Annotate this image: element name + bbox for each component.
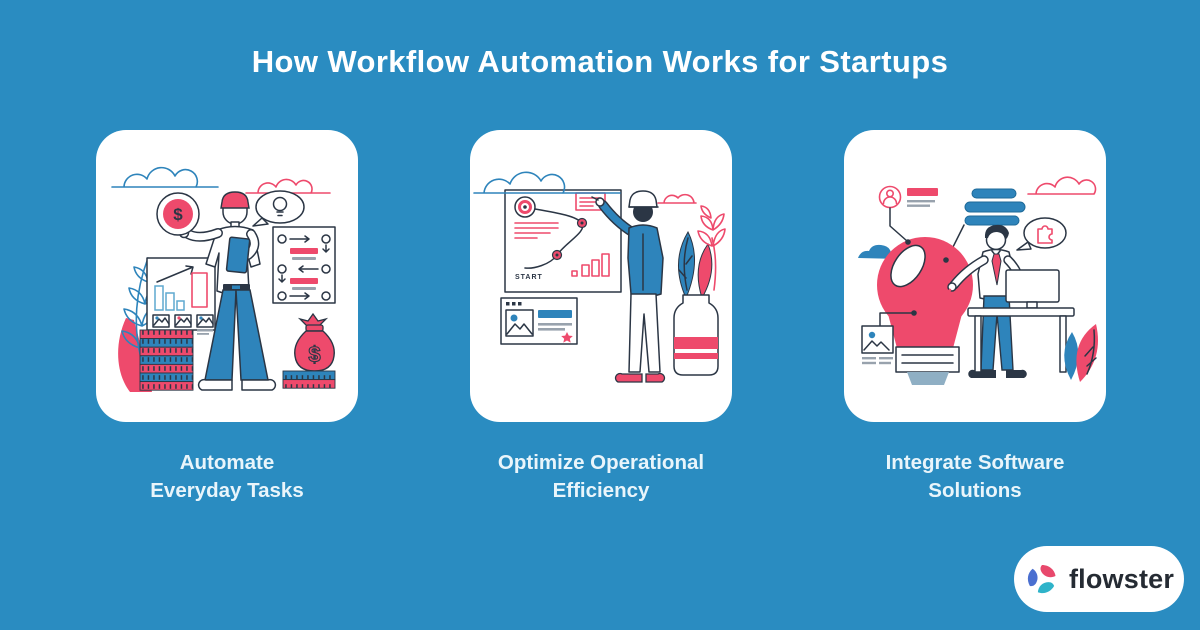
illustration-optimize-operational-efficiency: START — [473, 171, 726, 383]
caption-automate-everyday-tasks: Automate Everyday Tasks — [96, 449, 358, 505]
leaf-icon — [1064, 324, 1098, 382]
caption-integrate-software-solutions: Integrate Software Solutions — [844, 449, 1106, 505]
analytics-panel-icon — [146, 257, 216, 335]
desk-and-monitor — [967, 269, 1075, 373]
card-integrate-software-solutions — [844, 130, 1106, 422]
idea-bubble-icon — [252, 190, 305, 227]
caption-line: Integrate Software — [885, 451, 1065, 474]
lightbulb-icon — [877, 237, 973, 385]
vase-with-plant-icon — [673, 205, 726, 376]
man-with-tablet — [178, 191, 277, 391]
dollar-coin-icon: $ — [156, 192, 200, 236]
caption-line: Everyday Tasks — [150, 479, 304, 502]
cloud-icon — [473, 171, 621, 194]
card-automate-everyday-tasks: $ $ — [96, 130, 358, 422]
caption-line: Automate — [179, 451, 275, 474]
cloud-icon — [657, 193, 697, 204]
illustration-automate-everyday-tasks: $ $ — [111, 166, 336, 392]
caption-line: Efficiency — [552, 479, 650, 502]
card-optimize-operational-efficiency: START — [470, 130, 732, 422]
image-annotation-icon — [861, 325, 894, 365]
cloud-icon — [1027, 176, 1097, 195]
flowster-logo: flowster — [1014, 546, 1184, 612]
profile-annotation-icon — [878, 185, 938, 242]
svg-text:$: $ — [173, 205, 183, 224]
workflow-diagram-icon — [272, 226, 336, 304]
board-start-label: START — [515, 274, 543, 281]
cloud-icon — [111, 166, 219, 188]
text-bars-annotation-icon — [946, 188, 1026, 260]
svg-text:$: $ — [308, 342, 320, 367]
caption-line: Solutions — [928, 479, 1022, 502]
caption-optimize-operational-efficiency: Optimize Operational Efficiency — [470, 449, 732, 505]
caption-line: Optimize Operational — [497, 451, 705, 474]
flowster-logo-text: flowster — [1068, 563, 1175, 594]
money-bag-icon: $ — [282, 312, 336, 389]
page-title: How Workflow Automation Works for Startu… — [251, 44, 949, 79]
illustration-integrate-software-solutions — [858, 176, 1098, 385]
man-pointing-at-board — [591, 190, 666, 383]
cloud-icon — [245, 178, 331, 194]
puzzle-piece-icon — [1037, 225, 1053, 244]
coin-stack-icon — [139, 329, 194, 391]
flowster-logo-icon — [1027, 565, 1056, 594]
monitor-icon — [1005, 269, 1060, 303]
browser-window-icon — [500, 297, 578, 345]
